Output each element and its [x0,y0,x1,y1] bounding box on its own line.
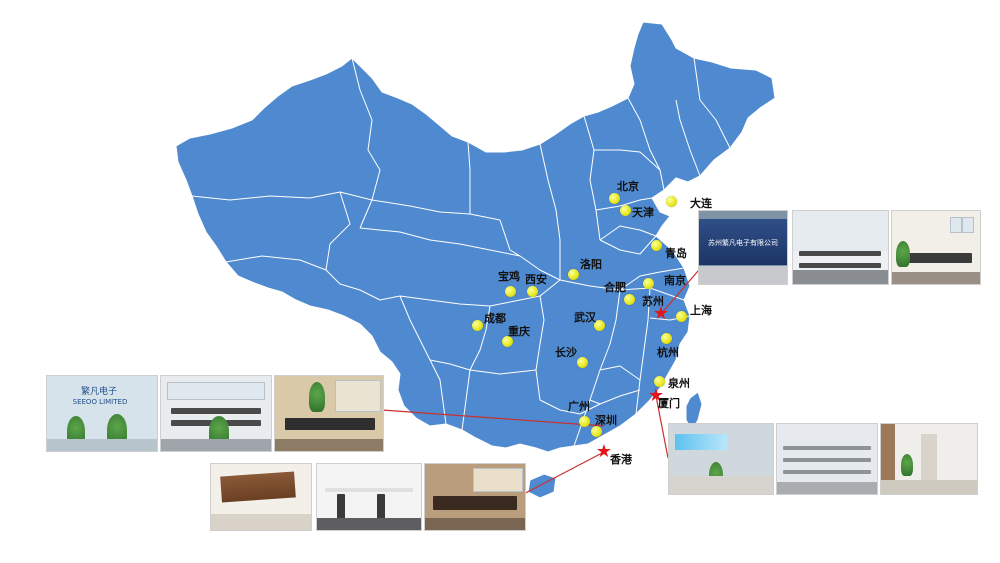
suzhou-photo-meeting-room [891,210,981,285]
city-label-chengdu: 成都 [484,312,506,325]
city-label-hangzhou: 杭州 [657,346,679,359]
hk-photo-meeting-room [274,375,384,452]
city-dot-xian [527,286,538,297]
province-borders [191,57,731,447]
sz-photo-workspace [316,463,422,531]
sz-photo-meeting-room [424,463,526,531]
hk-photo-workspace [160,375,272,452]
city-dot-beijing [609,193,620,204]
city-dot-luoyang [568,269,579,280]
city-dot-hangzhou [661,333,672,344]
city-dot-qingdao [651,240,662,251]
city-label-guangzhou: 广州 [568,400,590,413]
city-label-tianjin: 天津 [632,206,654,219]
city-dot-chengdu [472,320,483,331]
suzhou-sign-text: 苏州繁凡电子有限公司 [708,239,778,247]
sz-photo-reception [210,463,312,531]
office-label-suzhou: 苏州 [642,295,664,308]
xm-photo-workspace [776,423,878,495]
office-star-hongkong: ★ [595,441,613,462]
city-dot-wuhan [594,320,605,331]
office-label-hongkong: 香港 [610,453,632,466]
city-label-qingdao: 青岛 [665,247,687,260]
city-label-luoyang: 洛阳 [580,258,602,271]
city-dot-dalian [666,196,677,207]
city-label-chongqing: 重庆 [508,325,530,338]
office-star-xiamen: ★ [647,385,665,406]
city-dot-baoji [505,286,516,297]
suzhou-photo-reception: 苏州繁凡电子有限公司 [698,210,788,285]
xm-photo-corridor [880,423,978,495]
city-label-beijing: 北京 [617,180,639,193]
city-dot-shanghai [676,311,687,322]
city-label-changsha: 长沙 [555,346,577,359]
city-dot-changsha [577,357,588,368]
suzhou-photo-workspace [792,210,889,285]
xm-photo-lobby [668,423,774,495]
city-label-quanzhou: 泉州 [668,377,690,390]
city-dot-chongqing [502,336,513,347]
city-label-nanjing: 南京 [664,274,686,287]
city-label-wuhan: 武汉 [574,311,596,324]
city-label-hefei: 合肥 [604,281,626,294]
office-star-suzhou: ★ [652,303,670,324]
city-label-xian: 西安 [525,273,547,286]
city-dot-nanjing [643,278,654,289]
city-dot-hefei [624,294,635,305]
hk-photo-reception: 繁凡电子 SEEOO LIMITED [46,375,158,452]
office-label-xiamen: 厦门 [658,397,680,410]
hk-sign-subtext: SEEOO LIMITED [72,398,128,406]
city-dot-quanzhou [654,376,665,387]
city-label-dalian: 大连 [690,197,712,210]
city-dot-tianjin [620,205,631,216]
city-dot-shenzhen [591,426,602,437]
city-dot-guangzhou [579,416,590,427]
city-label-baoji: 宝鸡 [498,270,520,283]
city-label-shanghai: 上海 [690,304,712,317]
hainan-island [527,473,557,499]
city-label-shenzhen: 深圳 [595,414,617,427]
hk-sign-text: 繁凡电子 [80,387,117,397]
